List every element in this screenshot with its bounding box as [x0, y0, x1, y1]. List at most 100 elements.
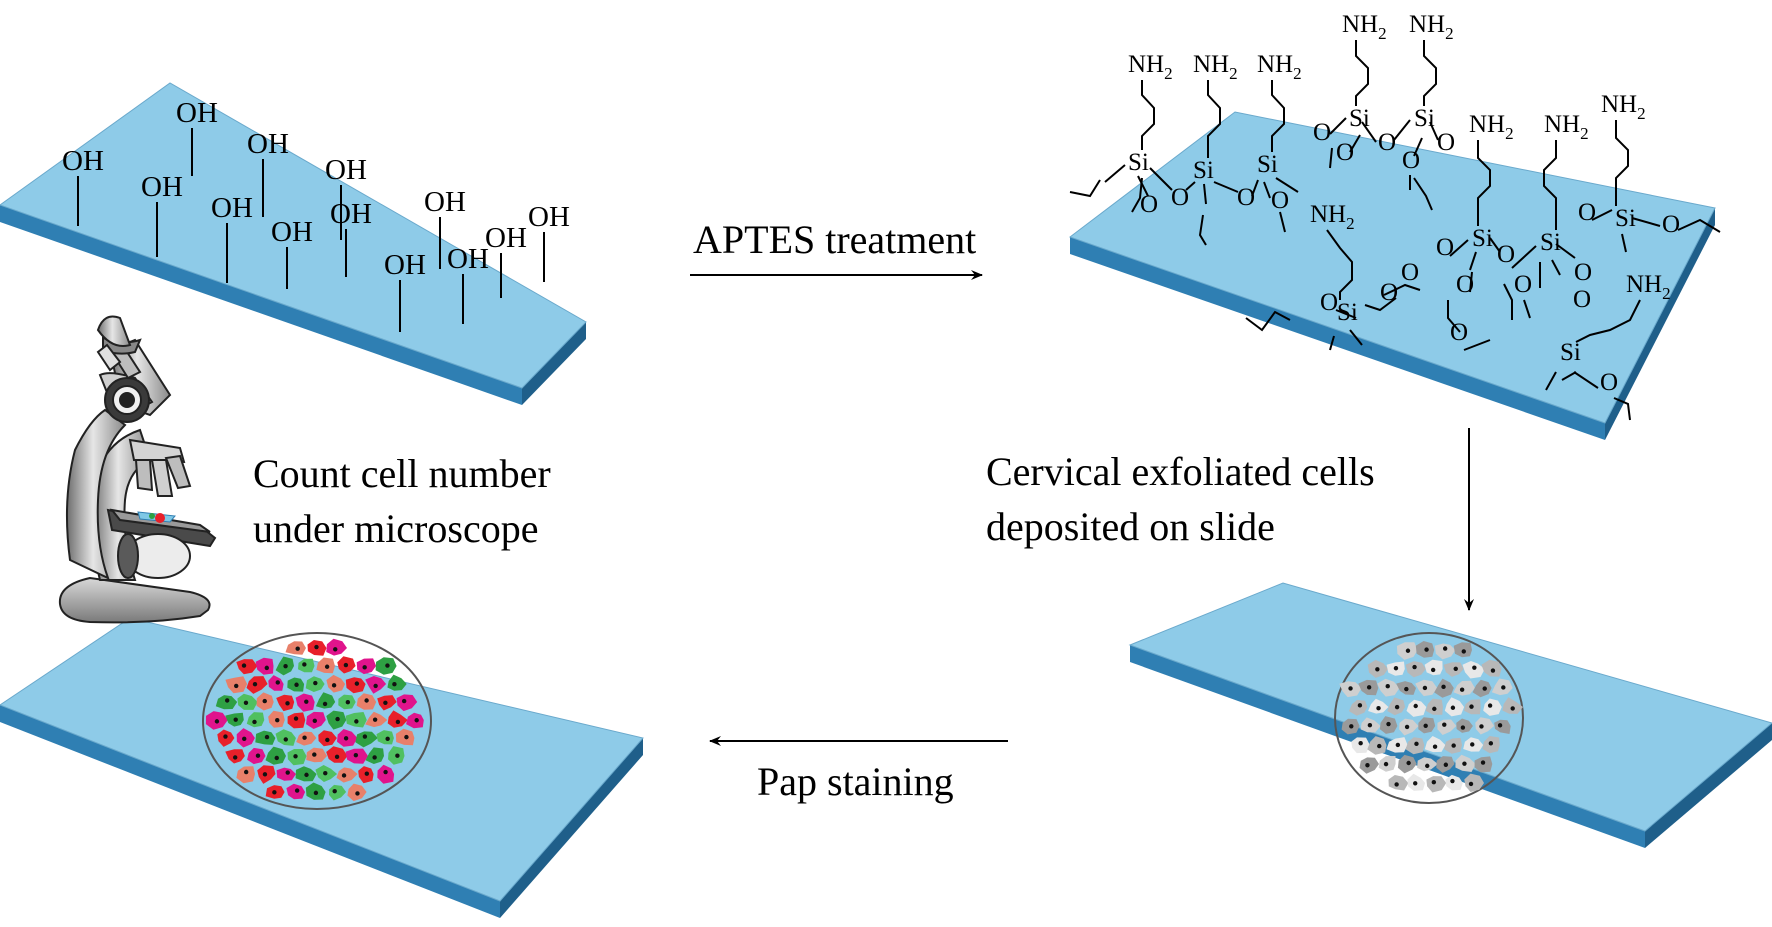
bond	[1198, 214, 1207, 246]
cell-nucleus	[1450, 705, 1456, 710]
silicon-label: Si	[1540, 229, 1561, 256]
cell-nucleus	[354, 681, 360, 686]
cell-nucleus	[1348, 686, 1353, 691]
cell-nucleus	[341, 773, 347, 778]
cell-nucleus	[392, 682, 397, 687]
cell	[255, 657, 274, 675]
cell-nucleus	[364, 698, 369, 703]
amine-subscript: 2	[1580, 124, 1589, 143]
silicon-label: Si	[1414, 105, 1435, 132]
bond	[1185, 181, 1196, 191]
cell-nucleus	[1375, 667, 1380, 672]
cell	[326, 674, 346, 693]
cell-nucleus	[1366, 685, 1372, 690]
cell	[1502, 697, 1523, 714]
cell	[1494, 719, 1511, 734]
amine-label: NH2	[1342, 11, 1387, 43]
cell	[1483, 698, 1502, 716]
oxygen-label: O	[1437, 129, 1455, 156]
hydroxyl-label: OH	[485, 222, 527, 254]
cell-nucleus	[275, 718, 280, 723]
cell-nucleus	[302, 662, 307, 667]
cell-nucleus	[1459, 687, 1465, 692]
cell-nucleus	[233, 755, 238, 760]
step-label-deposit-line2: deposited on slide	[986, 504, 1275, 549]
cell-nucleus	[262, 772, 268, 777]
cell-nucleus	[1386, 721, 1391, 727]
cell-nucleus	[354, 719, 359, 724]
cell-nucleus	[242, 736, 247, 742]
silicon-label: Si	[1472, 225, 1493, 252]
bond	[1364, 297, 1397, 312]
cell	[336, 767, 358, 783]
step-label-count-line1: Count cell number	[253, 451, 551, 496]
cell-nucleus	[285, 701, 290, 706]
cell	[355, 731, 378, 748]
cell-nucleus	[322, 701, 328, 707]
slide-edge	[0, 205, 522, 405]
cell-nucleus	[1461, 649, 1466, 654]
bond	[1355, 40, 1369, 106]
cell-nucleus	[312, 752, 317, 757]
bond	[1131, 177, 1143, 213]
amine-subscript: 2	[1505, 124, 1514, 143]
cell-nucleus	[275, 680, 280, 685]
cell-nucleus	[1432, 744, 1438, 749]
cell	[1445, 774, 1463, 791]
unstained-cells	[1339, 641, 1523, 793]
cell-nucleus	[1460, 725, 1466, 730]
slide-edge	[1070, 237, 1605, 440]
bond	[1207, 80, 1221, 158]
bond	[1677, 218, 1721, 233]
cell	[1456, 718, 1473, 733]
cell-nucleus	[314, 644, 319, 650]
cell-nucleus	[293, 716, 299, 721]
cell	[1434, 643, 1456, 660]
cell-nucleus	[1406, 760, 1411, 766]
amine-label: NH2	[1310, 201, 1355, 233]
oxygen-label: O	[1378, 129, 1396, 156]
cell	[1405, 737, 1425, 755]
silicon-label: Si	[1615, 205, 1636, 232]
stained-cells	[205, 638, 424, 802]
step-label-aptes: APTES treatment	[693, 217, 976, 262]
amine-label: NH2	[1601, 91, 1646, 123]
cell-nucleus	[414, 718, 419, 723]
cell-nucleus	[294, 682, 299, 687]
cell	[326, 746, 348, 763]
bond	[1543, 140, 1557, 230]
cell	[1406, 699, 1427, 717]
cell	[315, 692, 336, 709]
amine-text: NH	[1128, 51, 1164, 78]
cell-nucleus	[1377, 743, 1382, 749]
cell-nucleus	[1413, 781, 1418, 786]
cell-nucleus	[372, 717, 378, 722]
cell-nucleus	[362, 734, 368, 739]
cell-nucleus	[1432, 706, 1437, 712]
bond	[1361, 121, 1377, 143]
cell	[396, 694, 418, 712]
cell-nucleus	[285, 770, 290, 775]
bond	[1429, 121, 1439, 141]
cell-nucleus	[385, 663, 390, 668]
cell-nucleus	[255, 753, 261, 758]
amine-label: NH2	[1544, 111, 1589, 143]
cell	[1405, 661, 1426, 678]
cell-nucleus	[1462, 761, 1467, 766]
cell-nucleus	[401, 698, 407, 704]
cell-nucleus	[1414, 741, 1419, 747]
cell	[246, 712, 265, 728]
oxygen-label: O	[1402, 147, 1420, 174]
oxygen-label: O	[1171, 184, 1189, 211]
cell-nucleus	[372, 755, 377, 760]
silicon-label: Si	[1128, 149, 1149, 176]
bond	[1329, 147, 1333, 169]
cell-nucleus	[312, 718, 318, 724]
bond	[1203, 183, 1207, 205]
cell-nucleus	[252, 719, 257, 725]
hydroxyl-label: OH	[176, 97, 218, 129]
amine-text: NH	[1469, 111, 1505, 138]
cell	[1472, 679, 1492, 698]
hydroxyl-label: OH	[211, 192, 253, 224]
